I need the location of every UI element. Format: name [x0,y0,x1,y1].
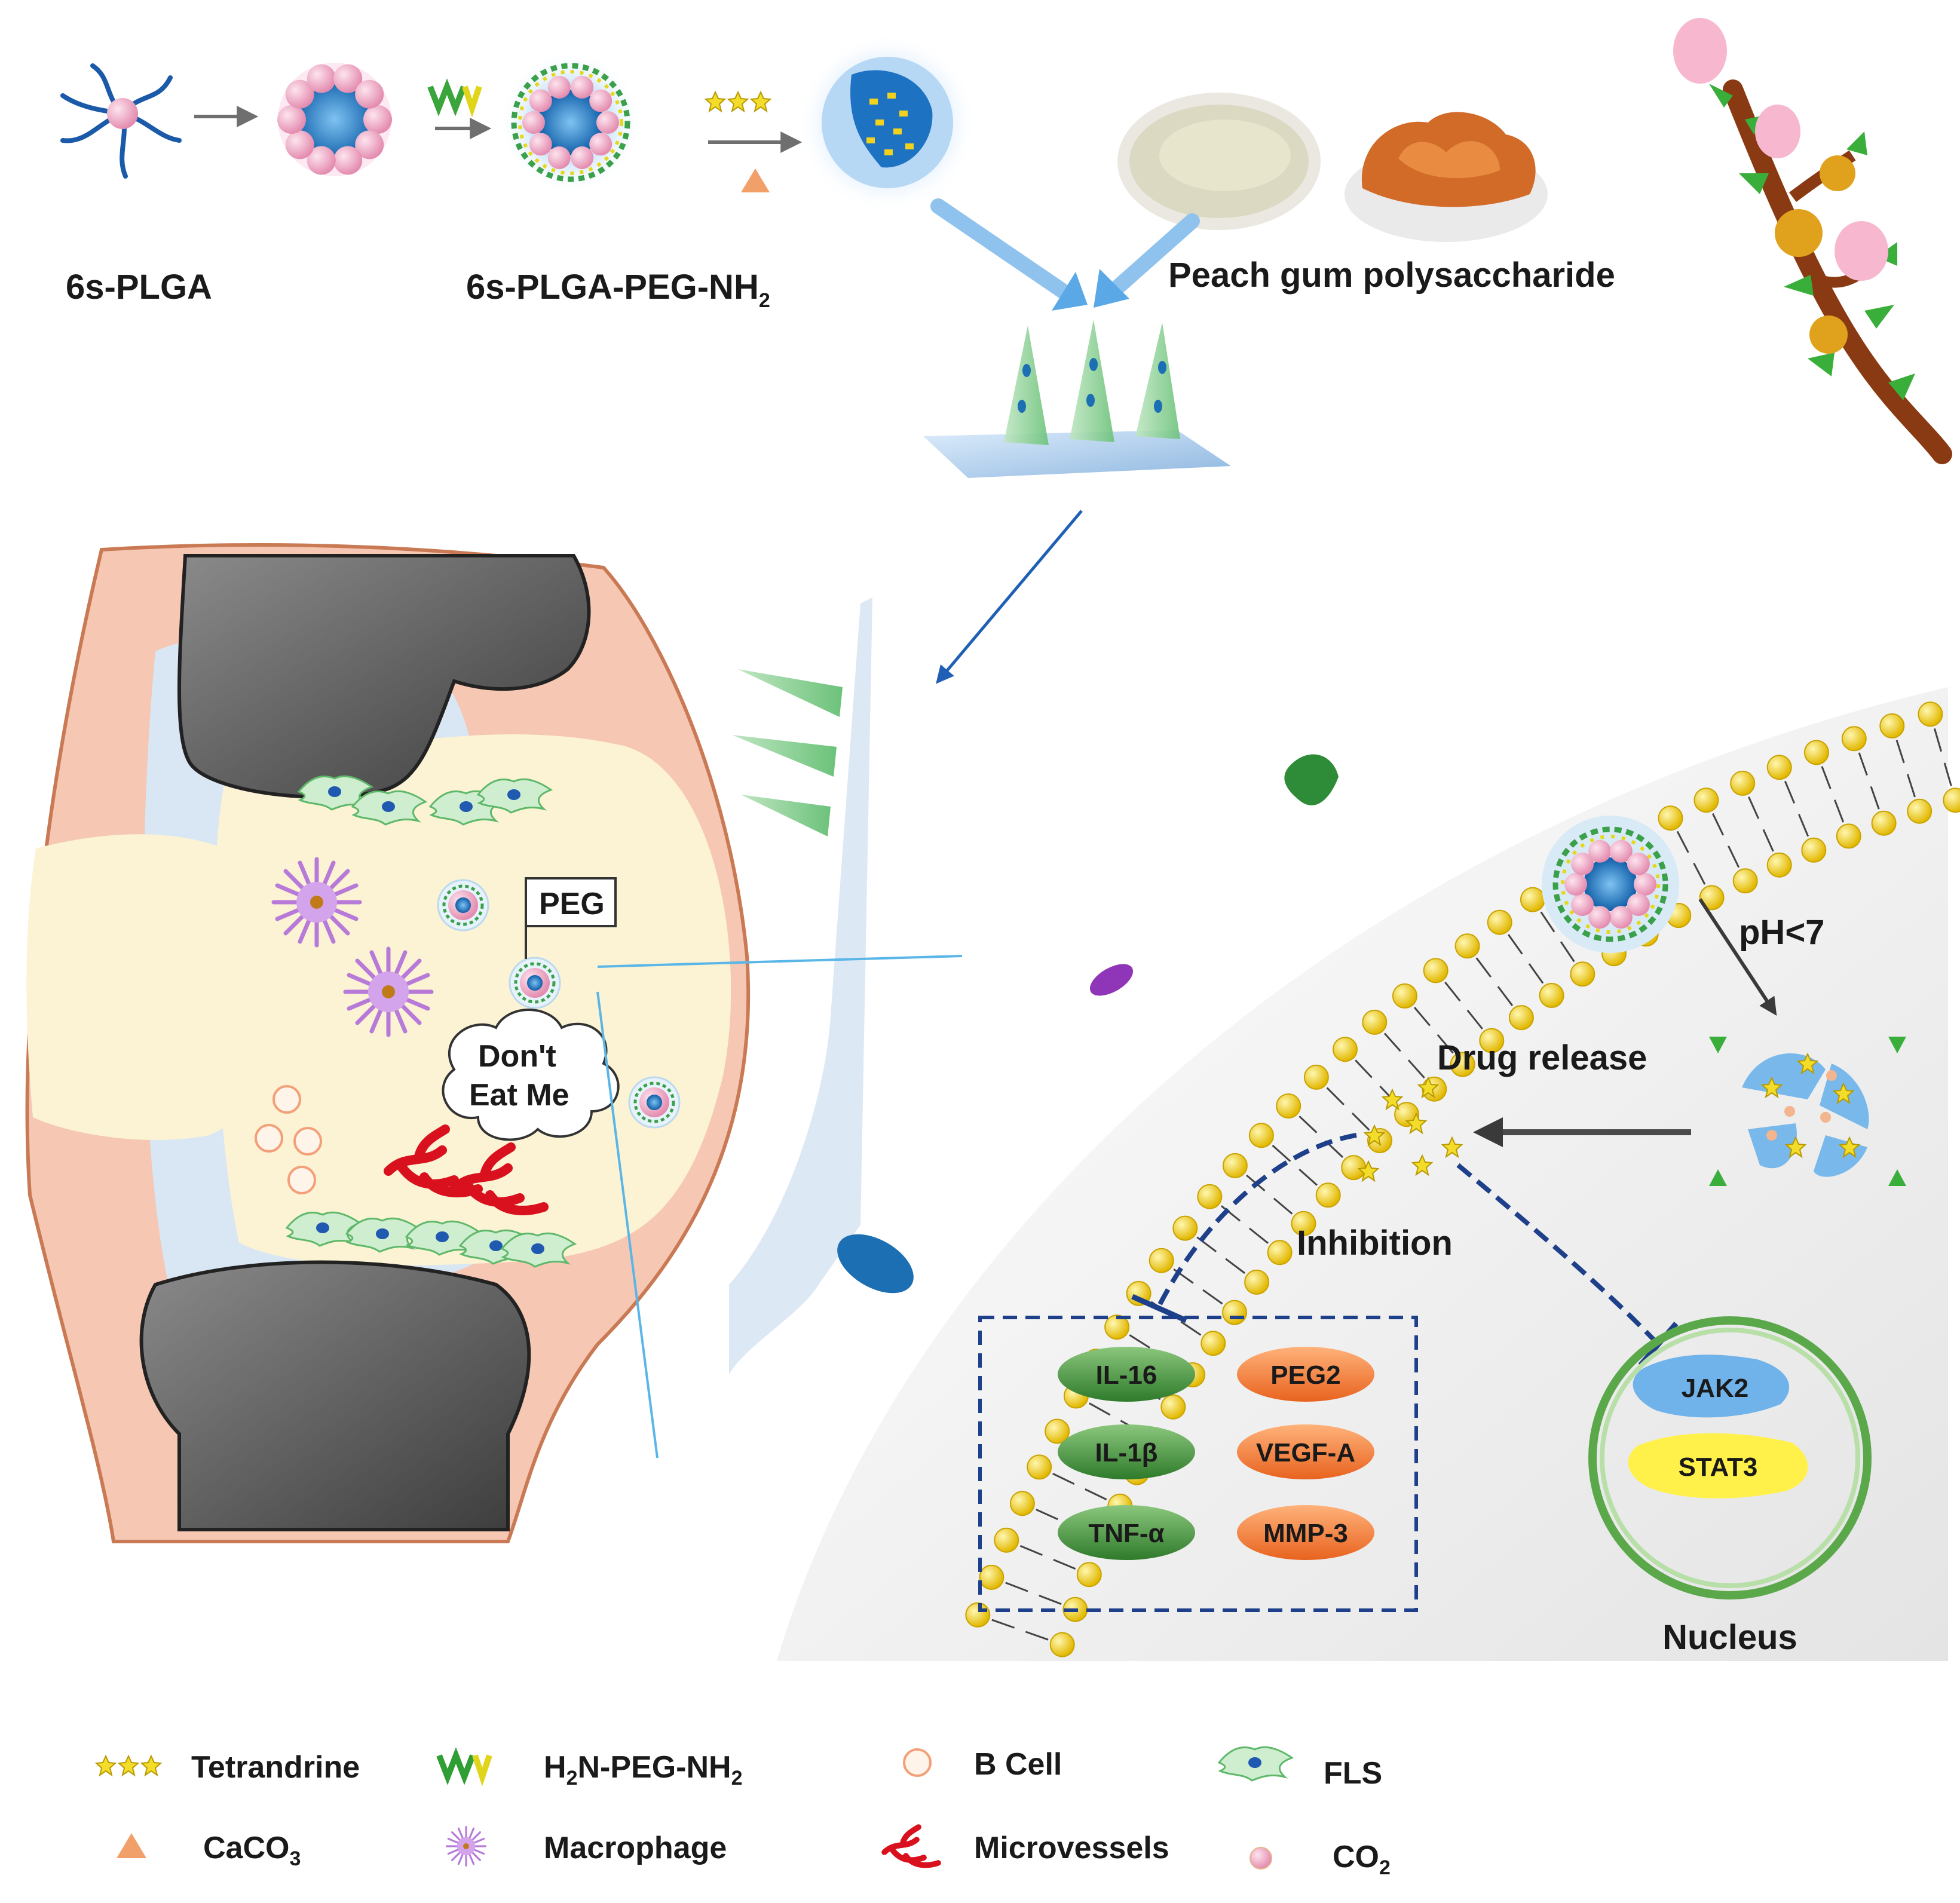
nucleus-label: Nucleus [1662,1618,1797,1657]
caco3-triangle-icon [741,168,770,192]
legend-microvessels-icon [884,1827,938,1865]
drug-loaded-nanoparticle-icon [798,33,977,212]
cytokine-green-1: IL-16 [1096,1360,1157,1390]
arrow-to-patch-right [1104,213,1200,301]
cytokine-orange-2: VEGF-A [1256,1438,1355,1467]
peach-branch-icon [1673,18,1952,464]
cytokine-orange-1: PEG2 [1270,1360,1340,1390]
legend-peg-icon [436,1747,492,1786]
cytokine-pills-orange [1237,1347,1374,1560]
membrane-receptor-green [1284,754,1339,805]
cell-membrane [965,701,1960,1657]
dont-eat-me-bubble [442,1009,620,1141]
cytokine-orange-3: MMP-3 [1263,1519,1348,1548]
ph-label: pH<7 [1739,913,1824,952]
tetrandrine-icon [705,91,771,112]
peg-flag-label: PEG [539,887,605,921]
bubble-line-2: Eat Me [469,1078,569,1113]
cytokine-box [978,1316,1418,1612]
legend-peg: H2N-PEG-NH2 [544,1750,743,1789]
bubble-line-1: Don't [478,1039,556,1074]
micelle-icon [277,63,392,176]
peach-gum-resin-icon [1345,112,1548,242]
cytokine-green-3: TNF-α [1088,1519,1164,1548]
nanoparticle-icon [510,958,560,1008]
arrow-ph [1698,898,1777,1016]
stat3-label: STAT3 [1679,1452,1758,1482]
membrane-protein-purple [1089,964,1134,996]
legend-tetrandrine: Tetrandrine [191,1750,360,1785]
microneedle-patch-applied [729,597,872,1374]
peach-gum-powder-icon [1117,93,1321,230]
arrow-to-joint [936,510,1083,684]
inhibition-line-left [1157,1133,1357,1307]
disintegrating-nanoparticle-icon [1709,1037,1906,1186]
legend-bcell: B Cell [974,1747,1062,1782]
macrophage-icon [345,949,431,1035]
legend-caco3: CaCO3 [203,1831,301,1870]
legend-co2-icon [1250,1847,1272,1870]
star-polymer-icon [60,63,182,179]
arrow-to-patch-left [930,198,1077,304]
legend-macrophage-icon [446,1826,486,1867]
legend-bcell-icon [903,1748,932,1777]
peg-chain-icon [427,78,467,117]
legend-macrophage: Macrophage [544,1831,727,1865]
pegylated-nanoparticle-icon [499,51,642,194]
nanoparticle-icon [629,1077,679,1127]
cytokine-pills-green [1058,1347,1195,1560]
b-cells [255,1085,322,1194]
large-nanoparticle-icon [1542,816,1679,953]
nucleus [1588,1316,1872,1599]
label-peach-gum-polysaccharide: Peach gum polysaccharide [1168,256,1615,295]
cytokine-green-2: IL-1β [1095,1438,1157,1467]
legend-fls-icon [1218,1746,1293,1782]
drug-release-label: Drug release [1437,1038,1647,1077]
legend-co2: CO2 [1333,1840,1391,1879]
peg-flag [525,877,617,927]
legend-microvessels: Microvessels [974,1831,1169,1865]
membrane-protein-blue [837,1234,914,1294]
jak2-label: JAK2 [1682,1374,1749,1403]
legend-fls: FLS [1324,1756,1382,1791]
label-6s-plga-peg-nh2: 6s-PLGA-PEG-NH2 [466,268,770,312]
legend-tetrandrine-icon [96,1755,161,1776]
macrophage-icon [274,859,360,945]
inhibition-line-right [1456,1163,1660,1346]
knee-joint: PEG Don't Eat Me [25,543,751,1543]
nanoparticle-icon [438,880,488,930]
label-6s-plga: 6s-PLGA [66,268,212,307]
microneedle-patch-icon [923,320,1231,478]
legend: Tetrandrine H2N-PEG-NH2 B Cell FLS CaCO3… [96,1746,1391,1879]
legend-caco3-icon [117,1833,146,1858]
inhibition-label: Inhibition [1297,1224,1453,1262]
